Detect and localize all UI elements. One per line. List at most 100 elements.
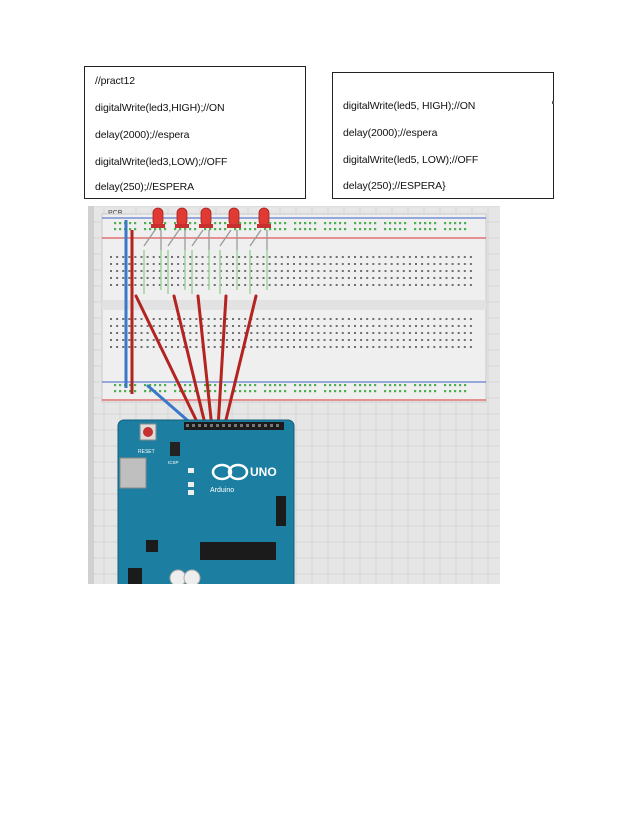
breadboard-hole (457, 256, 460, 258)
breadboard-hole (360, 263, 363, 265)
breadboard-hole (457, 339, 460, 341)
breadboard-hole (415, 256, 417, 258)
breadboard-hole (359, 228, 362, 231)
breadboard-hole (419, 390, 422, 393)
breadboard-hole (421, 346, 424, 348)
breadboard-hole (144, 390, 147, 393)
breadboard-hole (372, 339, 375, 341)
breadboard-hole (158, 284, 161, 286)
breadboard-hole (177, 270, 180, 272)
breadboard-hole (256, 339, 259, 341)
breadboard-hole (110, 318, 112, 320)
breadboard-hole (232, 332, 234, 334)
breadboard-hole (219, 222, 222, 225)
breadboard-hole (286, 325, 289, 327)
breadboard-hole (354, 339, 356, 341)
breadboard-hole (459, 222, 462, 225)
breadboard-hole (347, 346, 350, 348)
breadboard-hole (128, 325, 131, 327)
breadboard-hole (372, 346, 375, 348)
breadboard-hole (116, 284, 119, 286)
breadboard-hole (284, 384, 287, 387)
breadboard-hole (164, 222, 167, 225)
breadboard-hole (464, 228, 467, 231)
breadboard-hole (213, 318, 216, 320)
breadboard-hole (433, 339, 436, 341)
breadboard-hole (421, 325, 424, 327)
breadboard-hole (378, 263, 381, 265)
breadboard-hole (274, 390, 277, 393)
breadboard-hole (419, 222, 422, 225)
breadboard-hole (299, 222, 302, 225)
breadboard-hole (354, 270, 356, 272)
breadboard-hole (164, 263, 167, 265)
breadboard-hole (110, 325, 112, 327)
breadboard-hole (415, 332, 417, 334)
breadboard-hole (195, 263, 198, 265)
breadboard-hole (463, 332, 466, 334)
reset-label: RESET (138, 449, 155, 455)
breadboard-hole (294, 384, 297, 387)
breadboard-hole (219, 325, 222, 327)
breadboard-hole (164, 384, 167, 387)
breadboard-hole (232, 325, 234, 327)
breadboard-hole (314, 222, 317, 225)
breadboard-hole (378, 256, 381, 258)
breadboard-hole (429, 228, 432, 231)
breadboard-hole (134, 277, 137, 279)
breadboard-hole (124, 390, 127, 393)
code-line: digitalWrite(led3,HIGH);//ON (95, 102, 225, 114)
breadboard-hole (232, 339, 234, 341)
breadboard-hole (360, 325, 363, 327)
breadboard-hole (366, 270, 369, 272)
breadboard-hole (390, 277, 393, 279)
breadboard-hole (404, 222, 407, 225)
breadboard-hole (463, 263, 466, 265)
breadboard-hole (286, 318, 289, 320)
breadboard-hole (244, 222, 247, 225)
breadboard-hole (469, 277, 472, 279)
breadboard-hole (341, 346, 344, 348)
breadboard-hole (114, 390, 117, 393)
breadboard-hole (299, 339, 302, 341)
breadboard-hole (254, 390, 257, 393)
led-base (175, 224, 189, 228)
breadboard-hole (439, 277, 442, 279)
breadboard-hole (116, 325, 119, 327)
breadboard-hole (339, 390, 342, 393)
breadboard-hole (179, 390, 182, 393)
breadboard-hole (369, 384, 372, 387)
breadboard-hole (189, 346, 192, 348)
breadboard-hole (457, 284, 460, 286)
breadboard-hole (134, 228, 137, 231)
breadboard-hole (286, 339, 289, 341)
breadboard-hole (262, 332, 265, 334)
breadboard-hole (424, 228, 427, 231)
breadboard-hole (140, 277, 143, 279)
breadboard-hole (444, 384, 447, 387)
breadboard-hole (177, 346, 180, 348)
breadboard-hole (239, 228, 242, 231)
breadboard-hole (238, 318, 241, 320)
breadboard-hole (268, 318, 271, 320)
breadboard-hole (323, 263, 326, 265)
led (152, 207, 164, 227)
breadboard-hole (262, 263, 265, 265)
breadboard-hole (399, 390, 402, 393)
breadboard-hole (329, 263, 332, 265)
breadboard-hole (366, 277, 369, 279)
breadboard-hole (219, 277, 222, 279)
breadboard-hole (177, 256, 180, 258)
breadboard-hole (299, 256, 302, 258)
breadboard-hole (329, 228, 332, 231)
breadboard-hole (128, 270, 131, 272)
breadboard-hole (329, 256, 332, 258)
breadboard-hole (280, 325, 283, 327)
breadboard-hole (364, 222, 367, 225)
header-pin (228, 424, 231, 427)
breadboard-hole (189, 318, 192, 320)
arduino-logo-right (227, 463, 249, 481)
breadboard-hole (408, 270, 411, 272)
code-line: digitalWrite(led5, LOW);//OFF (343, 154, 479, 166)
breadboard-hole (434, 384, 437, 387)
